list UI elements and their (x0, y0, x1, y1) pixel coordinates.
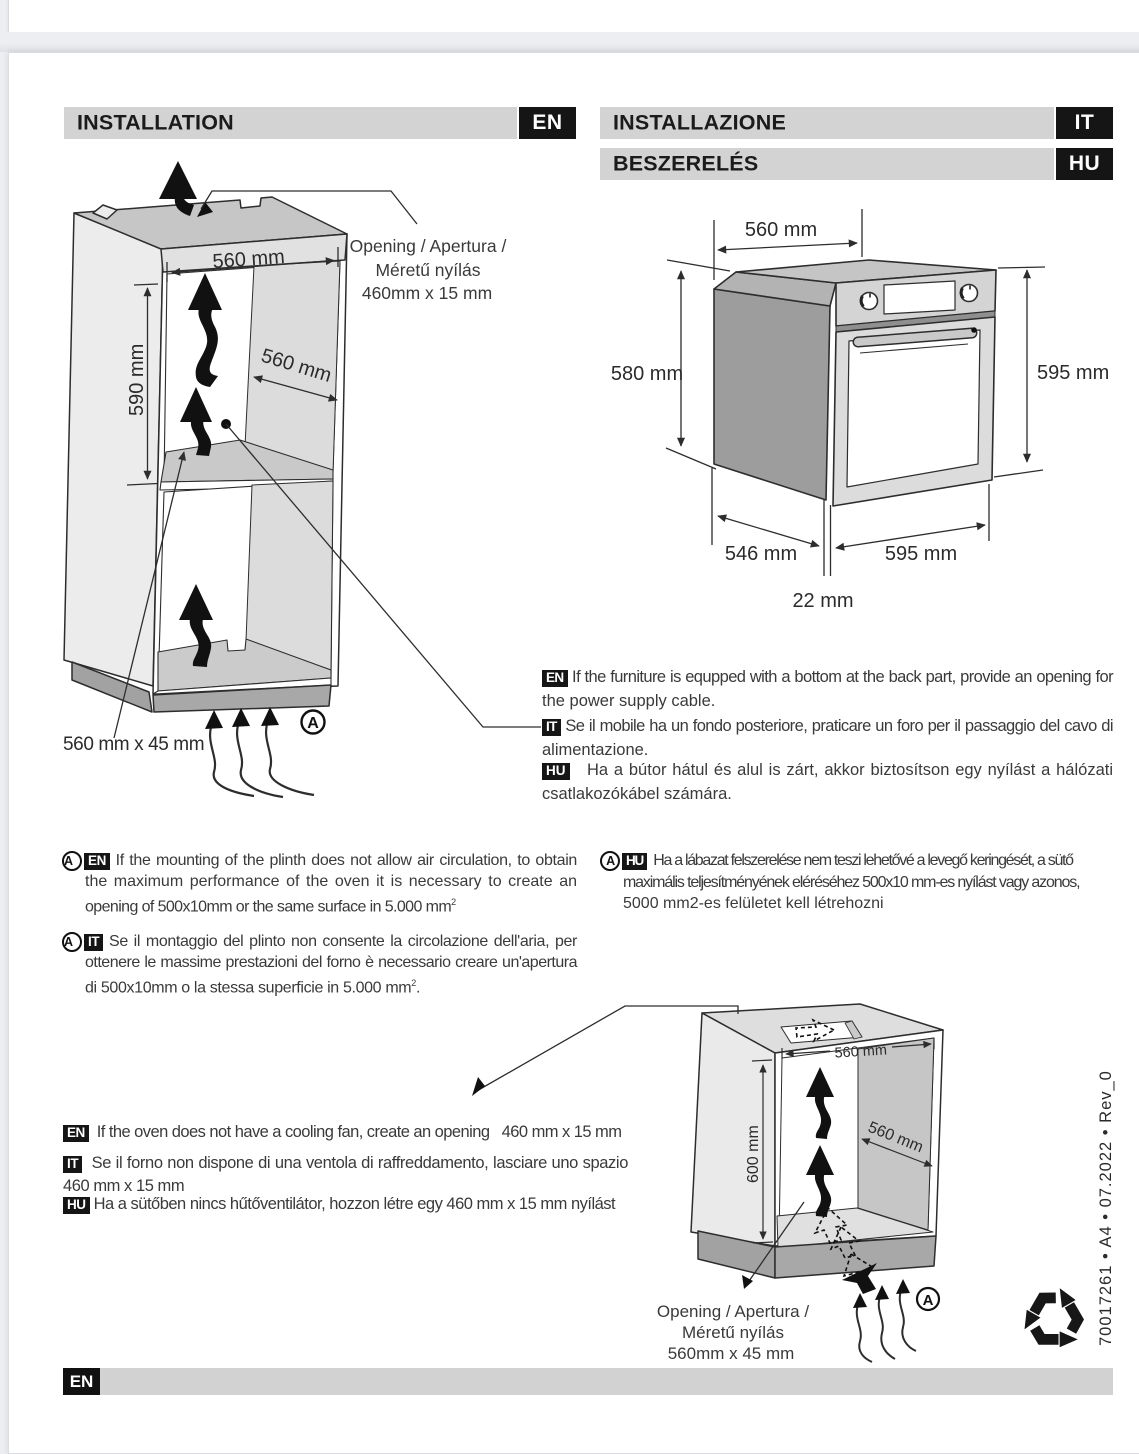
svg-text:546 mm: 546 mm (725, 543, 797, 565)
svg-text:595 mm: 595 mm (885, 543, 957, 565)
svg-text:Méretű nyílás: Méretű nyílás (682, 1323, 784, 1342)
svg-text:Opening / Apertura /: Opening / Apertura / (350, 236, 507, 256)
svg-text:A: A (923, 1292, 934, 1309)
svg-text:580 mm: 580 mm (611, 363, 683, 385)
svg-text:590 mm: 590 mm (126, 344, 148, 416)
svg-text:560 mm: 560 mm (212, 246, 286, 273)
svg-text:600 mm: 600 mm (745, 1125, 762, 1183)
svg-text:Méretű nyílás: Méretű nyílás (375, 260, 480, 280)
svg-text:Opening / Apertura /: Opening / Apertura / (657, 1302, 809, 1321)
svg-text:22 mm: 22 mm (792, 590, 853, 612)
svg-text:560 mm x 45 mm: 560 mm x 45 mm (63, 734, 204, 755)
svg-text:595 mm: 595 mm (1037, 362, 1109, 384)
svg-text:560 mm: 560 mm (745, 219, 817, 241)
svg-text:560mm x 45 mm: 560mm x 45 mm (668, 1344, 795, 1363)
svg-text:70017261 • A4 • 07.2022 • Rev: 70017261 • A4 • 07.2022 • Rev_0 (1097, 1070, 1115, 1346)
svg-text:460mm x 15 mm: 460mm x 15 mm (362, 283, 492, 303)
svg-text:560 mm: 560 mm (834, 1042, 887, 1061)
svg-text:A: A (307, 715, 319, 732)
